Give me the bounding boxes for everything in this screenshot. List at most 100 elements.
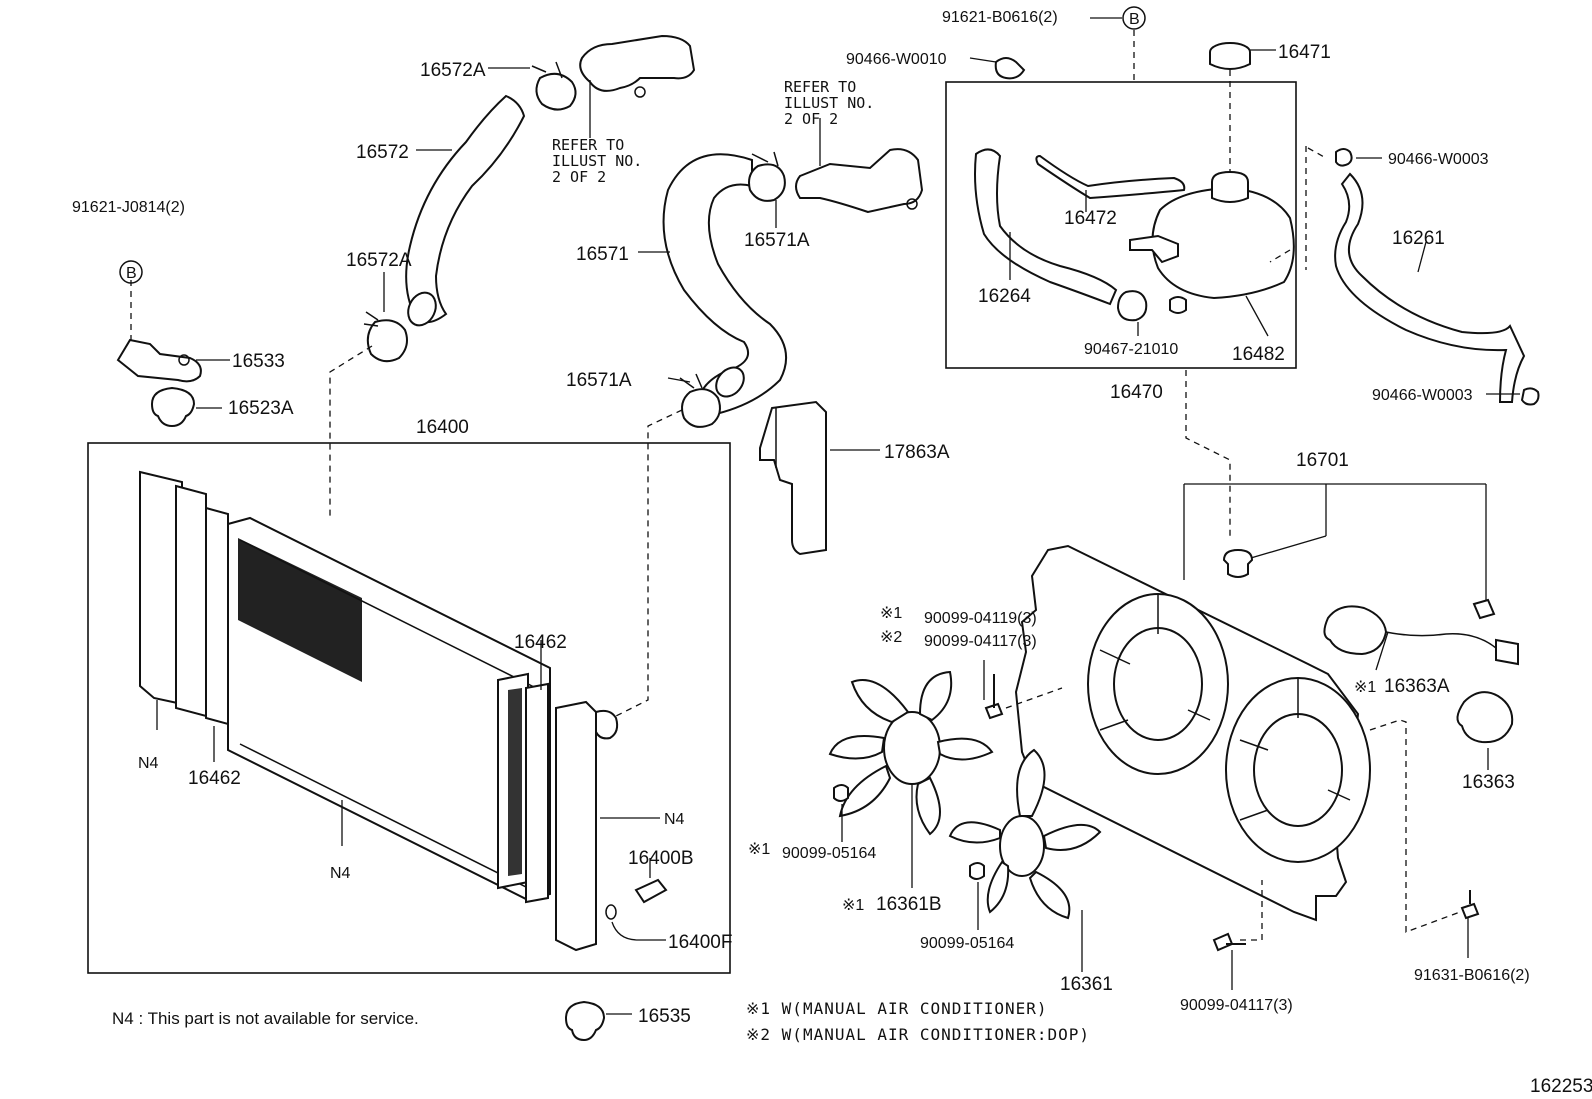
refer-1-line-2: ILLUST NO. (552, 152, 642, 170)
label-90466-W0010: 90466-W0010 (846, 51, 947, 68)
b-letter-top: B (1129, 11, 1140, 28)
label-90466-W0003-bottom: 90466-W0003 (1372, 387, 1473, 404)
label-91621-J0814: 91621-J0814(2) (72, 199, 185, 216)
water-inlet-pipe[interactable] (795, 148, 924, 214)
bracket-16533[interactable] (116, 338, 202, 383)
label-16361: 16361 (1060, 974, 1113, 995)
b-circle-left (119, 260, 143, 284)
label-91631-B0616: 91631-B0616(2) (1414, 967, 1530, 984)
label-16571A-top: 16571A (744, 230, 810, 251)
reservoir-assembly-16470 (945, 17, 1297, 540)
radiator-assembly-16400 (87, 442, 731, 974)
hose-16261[interactable] (1334, 172, 1526, 403)
refer-1-line-3: 2 OF 2 (552, 168, 606, 186)
grommet-16701[interactable] (1222, 548, 1254, 578)
clamp-90467-21010[interactable] (1116, 290, 1148, 322)
note-2: ※2 W(MANUAL AIR CONDITIONER:DOP) (746, 1025, 1090, 1044)
shroud-17863A[interactable] (759, 400, 827, 556)
label-16361B: 16361B (876, 894, 942, 915)
grommet-16523A[interactable] (150, 386, 196, 428)
bolt-90099-04119[interactable] (984, 674, 1004, 720)
nut-90099-05164-mid[interactable] (969, 862, 985, 880)
refer-2-line-1: REFER TO (784, 78, 856, 96)
label-90099-05164-left: 90099-05164 (782, 845, 876, 862)
label-16462-left: 16462 (188, 768, 241, 789)
fan-assembly (828, 483, 1519, 990)
hose-16572[interactable] (405, 94, 526, 324)
core-fins (238, 538, 362, 682)
overflow-hose-group (1305, 146, 1540, 406)
bolt-91631-B0616[interactable] (1460, 890, 1480, 920)
label-n4-right: N4 (664, 811, 685, 828)
refer-2-line-3: 2 OF 2 (784, 110, 838, 128)
label-16701: 16701 (1296, 450, 1349, 471)
mark-2-a: ※2 (880, 629, 902, 646)
label-90099-04117-top: 90099-04117(3) (924, 633, 1037, 650)
refer-2-line-2: ILLUST NO. (784, 94, 874, 112)
upper-hose-group (363, 34, 696, 363)
tube-16472[interactable] (1035, 154, 1186, 200)
label-16572A-bottom: 16572A (346, 250, 412, 271)
core-fins-right (508, 688, 522, 876)
mark-1-a: ※1 (880, 605, 902, 622)
label-16400B: 16400B (628, 848, 694, 869)
clamp-16572A-bottom[interactable] (366, 319, 408, 363)
label-16535: 16535 (638, 1006, 691, 1027)
fan-blade-16361[interactable] (948, 748, 1102, 920)
label-16363: 16363 (1462, 772, 1515, 793)
water-outlet-top[interactable] (579, 34, 696, 92)
label-90099-05164-mid: 90099-05164 (920, 935, 1014, 952)
label-16400F: 16400F (668, 932, 732, 953)
left-tank[interactable] (139, 470, 183, 706)
label-n4-left: N4 (138, 755, 159, 772)
bracket-group-left (116, 280, 230, 428)
mark-1-c: ※1 (842, 897, 864, 914)
label-16363A: 16363A (1384, 676, 1450, 697)
label-90467-21010: 90467-21010 (1084, 341, 1178, 358)
motor-16363A[interactable] (1323, 605, 1388, 656)
radiator-box (87, 442, 731, 974)
o-ring-16400F[interactable] (605, 904, 617, 920)
label-90099-04117-bottom: 90099-04117(3) (1180, 997, 1293, 1014)
reservoir-box (945, 81, 1297, 369)
clamp-90466-W0003-bottom[interactable] (1520, 387, 1540, 406)
label-16261: 16261 (1392, 228, 1445, 249)
text-labels: 16572A 16572 16572A 91621-J0814(2) B 165… (72, 9, 1592, 1097)
clamp-90466-W0003-top[interactable] (1335, 148, 1353, 167)
label-16462-right: 16462 (514, 632, 567, 653)
clamp-16571A-top[interactable] (748, 163, 786, 202)
drain-cock-16400B[interactable] (634, 878, 668, 904)
grommet-16535[interactable] (564, 1000, 606, 1042)
label-90099-04119: 90099-04119(3) (924, 610, 1037, 627)
seal-16462-right[interactable] (525, 682, 549, 904)
label-16571: 16571 (576, 244, 629, 265)
nut-90099-05164-left[interactable] (833, 784, 849, 802)
label-91621-B0616: 91621-B0616(2) (942, 9, 1058, 26)
label-16482: 16482 (1232, 344, 1285, 365)
label-16471: 16471 (1278, 42, 1331, 63)
mark-1-b: ※1 (748, 841, 770, 858)
right-tank[interactable] (555, 700, 597, 952)
label-16533: 16533 (232, 351, 285, 372)
label-17863A: 17863A (884, 442, 950, 463)
label-16572A-top: 16572A (420, 60, 486, 81)
diagram-id: 162253 (1530, 1076, 1592, 1097)
label-16470: 16470 (1110, 382, 1163, 403)
b-letter-left: B (126, 265, 137, 282)
clamp-16572A-top[interactable] (535, 72, 577, 111)
note-1: ※1 W(MANUAL AIR CONDITIONER) (746, 999, 1048, 1018)
clip-90466-W0010[interactable] (994, 57, 1026, 80)
bolt-90099-04117[interactable] (1212, 932, 1246, 952)
refer-1-line-1: REFER TO (552, 136, 624, 154)
fan-blade-16361B[interactable] (828, 670, 994, 836)
motor-16363[interactable] (1456, 691, 1514, 744)
clamp-16571A-bottom[interactable] (681, 388, 721, 428)
lower-hose-group (329, 67, 924, 719)
label-16572: 16572 (356, 142, 409, 163)
hose-16264[interactable] (974, 148, 1118, 306)
mark-16363A: ※1 (1354, 679, 1376, 696)
label-90466-W0003-top: 90466-W0003 (1388, 151, 1489, 168)
label-16264: 16264 (978, 286, 1031, 307)
n4-note: N4 : This part is not available for serv… (112, 1009, 419, 1028)
